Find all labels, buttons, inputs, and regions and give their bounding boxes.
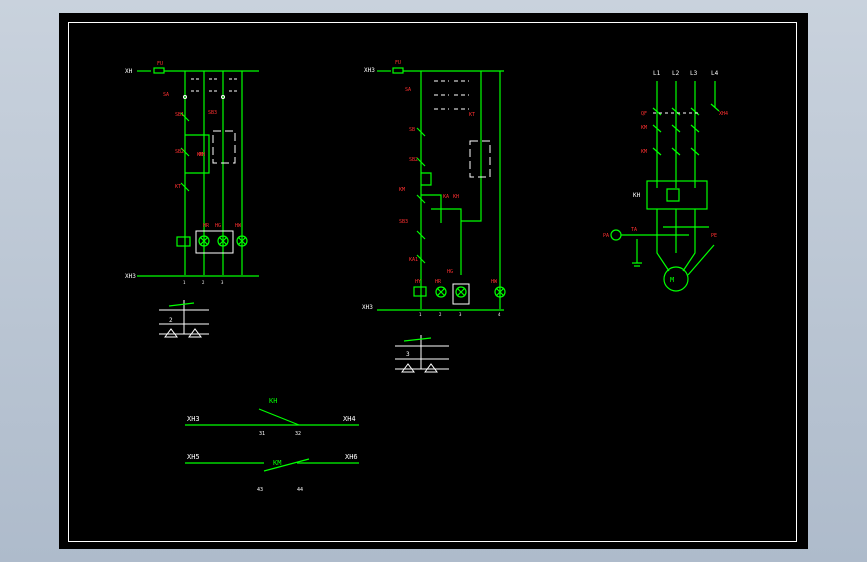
- contact-kh: XH3 XH4 KH 31 32: [185, 397, 359, 437]
- svg-text:KM: KM: [197, 152, 203, 158]
- svg-text:SB3: SB3: [399, 219, 408, 225]
- schematic-drawing: XH FU SA SB1 SB2 KT KM SB3 KH: [125, 60, 728, 493]
- left-dashed-box: [212, 130, 236, 164]
- svg-text:44: 44: [297, 487, 303, 493]
- left-control-circuit: XH FU SA SB1 SB2 KT KM SB3 KH: [125, 61, 259, 338]
- svg-text:HW: HW: [235, 223, 242, 229]
- left-fuse-label: FU: [157, 61, 163, 67]
- svg-text:SB: SB: [409, 127, 415, 133]
- svg-text:KH: KH: [269, 397, 277, 405]
- relay-coil-2: [413, 286, 427, 297]
- svg-text:2: 2: [439, 312, 442, 317]
- svg-text:KM: KM: [273, 459, 281, 467]
- svg-text:4: 4: [498, 312, 501, 317]
- svg-text:XH6: XH6: [345, 453, 358, 461]
- svg-text:3: 3: [221, 280, 224, 285]
- svg-text:XH5: XH5: [187, 453, 200, 461]
- svg-text:32: 32: [295, 431, 301, 437]
- middle-bottom-terminal: XH3: [362, 304, 373, 311]
- svg-text:KM: KM: [641, 149, 647, 155]
- svg-text:L4: L4: [711, 70, 719, 77]
- drawing-border: [68, 22, 797, 542]
- svg-text:PE: PE: [711, 233, 717, 239]
- drawing-sheet: XH FU SA SB1 SB2 KT KM SB3 KH: [59, 13, 808, 549]
- svg-text:3: 3: [406, 351, 410, 358]
- svg-text:2: 2: [202, 280, 205, 285]
- svg-text:HY: HY: [415, 279, 421, 285]
- svg-text:KT: KT: [175, 184, 181, 190]
- svg-text:31: 31: [259, 431, 265, 437]
- svg-text:HG: HG: [215, 223, 221, 229]
- svg-text:KM: KM: [399, 187, 405, 193]
- svg-text:KH: KH: [199, 152, 205, 158]
- relay-coil: [176, 236, 191, 247]
- svg-text:1: 1: [419, 312, 422, 317]
- fuse-symbol: [153, 67, 165, 74]
- svg-text:XH4: XH4: [343, 415, 356, 423]
- svg-text:TA: TA: [631, 227, 637, 233]
- middle-dashed-box: [469, 140, 491, 178]
- svg-text:KH: KH: [633, 192, 641, 199]
- svg-text:QF: QF: [641, 111, 647, 117]
- left-switch-label: SA: [163, 92, 169, 98]
- middle-lamp-box: [452, 283, 470, 305]
- svg-text:2: 2: [169, 317, 173, 324]
- fuse-symbol-2: [392, 67, 404, 74]
- svg-text:XH3: XH3: [187, 415, 200, 423]
- svg-text:SB2: SB2: [409, 157, 418, 163]
- middle-top-terminal: XH3: [364, 67, 375, 74]
- svg-text:KM: KM: [641, 125, 647, 131]
- motor-symbol: [663, 266, 689, 292]
- contact-km: XH5 XH6 KM 43 44: [185, 453, 359, 493]
- svg-text:L3: L3: [690, 70, 698, 77]
- svg-text:KA1: KA1: [409, 257, 418, 263]
- motor-main-circuit: L1 L2 L3 L4 QF XH4 KM KM KH PA TA M: [603, 70, 728, 292]
- svg-text:KA: KA: [443, 194, 449, 200]
- left-lamp-box: [195, 230, 234, 254]
- svg-text:SB3: SB3: [208, 110, 217, 116]
- middle-control-circuit: XH3 FU SA SB SB2 KM SB3 KA1 KT: [362, 60, 506, 373]
- svg-text:HW: HW: [491, 279, 498, 285]
- svg-text:L1: L1: [653, 70, 661, 77]
- svg-text:1: 1: [183, 280, 186, 285]
- left-top-terminal: XH: [125, 68, 133, 75]
- svg-text:L2: L2: [672, 70, 680, 77]
- svg-text:HR: HR: [435, 279, 442, 285]
- middle-fuse-label: FU: [395, 60, 401, 66]
- svg-text:3: 3: [459, 312, 462, 317]
- svg-text:PA: PA: [603, 233, 609, 239]
- left-bottom-terminal: XH3: [125, 273, 136, 280]
- svg-text:SB2: SB2: [175, 149, 184, 155]
- svg-text:HR: HR: [203, 223, 210, 229]
- svg-text:SA: SA: [405, 87, 411, 93]
- svg-text:KH: KH: [453, 194, 459, 200]
- svg-text:43: 43: [257, 487, 263, 493]
- svg-text:SB1: SB1: [175, 112, 184, 118]
- svg-text:KT: KT: [469, 112, 475, 118]
- svg-text:HG: HG: [447, 269, 453, 275]
- thermal-relay-box: [646, 180, 708, 210]
- svg-text:XH4: XH4: [719, 111, 728, 117]
- svg-text:M: M: [670, 276, 674, 284]
